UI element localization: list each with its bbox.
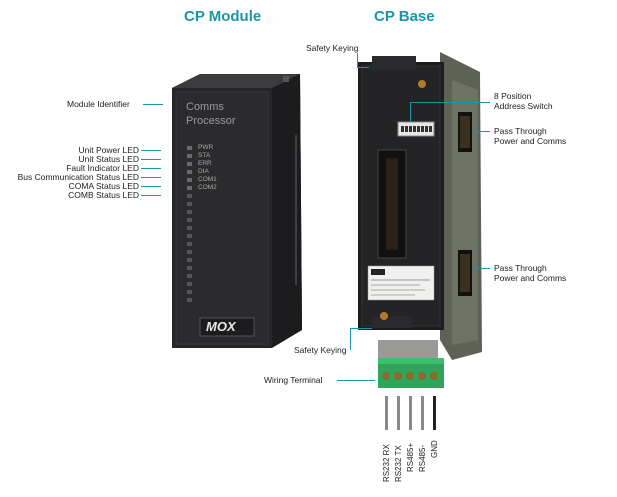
leader-coma-status-led [141, 186, 161, 187]
leader-safety-keying-top [357, 53, 358, 67]
label-coma-status-led: COMA Status LED [68, 181, 139, 191]
module-led-com1: COM1 [198, 176, 217, 183]
label-fault-indicator-led: Fault Indicator LED [66, 163, 139, 173]
label-wiring-terminal: Wiring Terminal [264, 375, 323, 385]
cp-base-device [358, 52, 482, 430]
label-address-switch-1: 8 Position [494, 91, 532, 101]
leader-bus-comm-status-led [141, 177, 161, 178]
label-pass-through-2-line1: Pass Through [494, 263, 547, 273]
leader-unit-status-led [141, 159, 161, 160]
module-led-err: ERR [198, 160, 212, 167]
leader-safety-keying-bottom [350, 328, 351, 350]
label-safety-keying-bottom: Safety Keying [294, 345, 347, 355]
module-led-sta: STA [198, 152, 211, 159]
leader-address-switch-v [410, 102, 411, 122]
module-face-line1: Comms [186, 101, 224, 113]
cp-base-title: CP Base [374, 8, 435, 25]
label-bus-comm-status-led: Bus Communication Status LED [17, 172, 139, 182]
mox-logo: MOX [206, 319, 236, 334]
label-module-identifier: Module Identifier [67, 99, 130, 109]
label-unit-status-led: Unit Status LED [78, 154, 139, 164]
leader-address-switch [410, 102, 490, 103]
leader-unit-power-led [141, 150, 161, 151]
label-unit-power-led: Unit Power LED [78, 145, 139, 155]
pin-label-gnd: GND [430, 440, 439, 458]
label-safety-keying-top: Safety Keying [306, 43, 359, 53]
label-comb-status-led: COMB Status LED [68, 190, 139, 200]
leader-fault-indicator-led [141, 168, 161, 169]
leader-comb-status-led [141, 195, 161, 196]
wiring-terminal-block [378, 358, 444, 388]
leader-safety-keying-bottom-h [350, 328, 372, 329]
label-pass-through-1-line1: Pass Through [494, 126, 547, 136]
leader-pass-through-2 [474, 268, 490, 269]
cp-module-title: CP Module [184, 8, 262, 25]
leader-wiring-terminal [337, 380, 375, 381]
module-led-pwr: PWR [198, 144, 214, 151]
leader-safety-keying-top-h [357, 67, 369, 68]
module-led-com2: COM2 [198, 184, 217, 191]
terminal-wires [385, 396, 436, 430]
label-address-switch-2: Address Switch [494, 101, 553, 111]
label-pass-through-1-line2: Power and Comms [494, 136, 567, 146]
cp-module-device [172, 74, 302, 348]
pin-label-rs485-plus: RS485+ [406, 442, 415, 472]
pin-label-rs232-tx: RS232 TX [394, 445, 403, 482]
leader-pass-through-1 [474, 131, 490, 132]
module-led-strip [187, 146, 192, 302]
pin-label-rs485-minus: RS485- [418, 444, 427, 472]
module-face-line2: Processor [186, 115, 236, 127]
module-led-dia: DIA [198, 168, 209, 175]
leader-module-identifier [143, 104, 163, 105]
pin-label-rs232-rx: RS232 RX [382, 444, 391, 482]
label-pass-through-2-line2: Power and Comms [494, 273, 567, 283]
